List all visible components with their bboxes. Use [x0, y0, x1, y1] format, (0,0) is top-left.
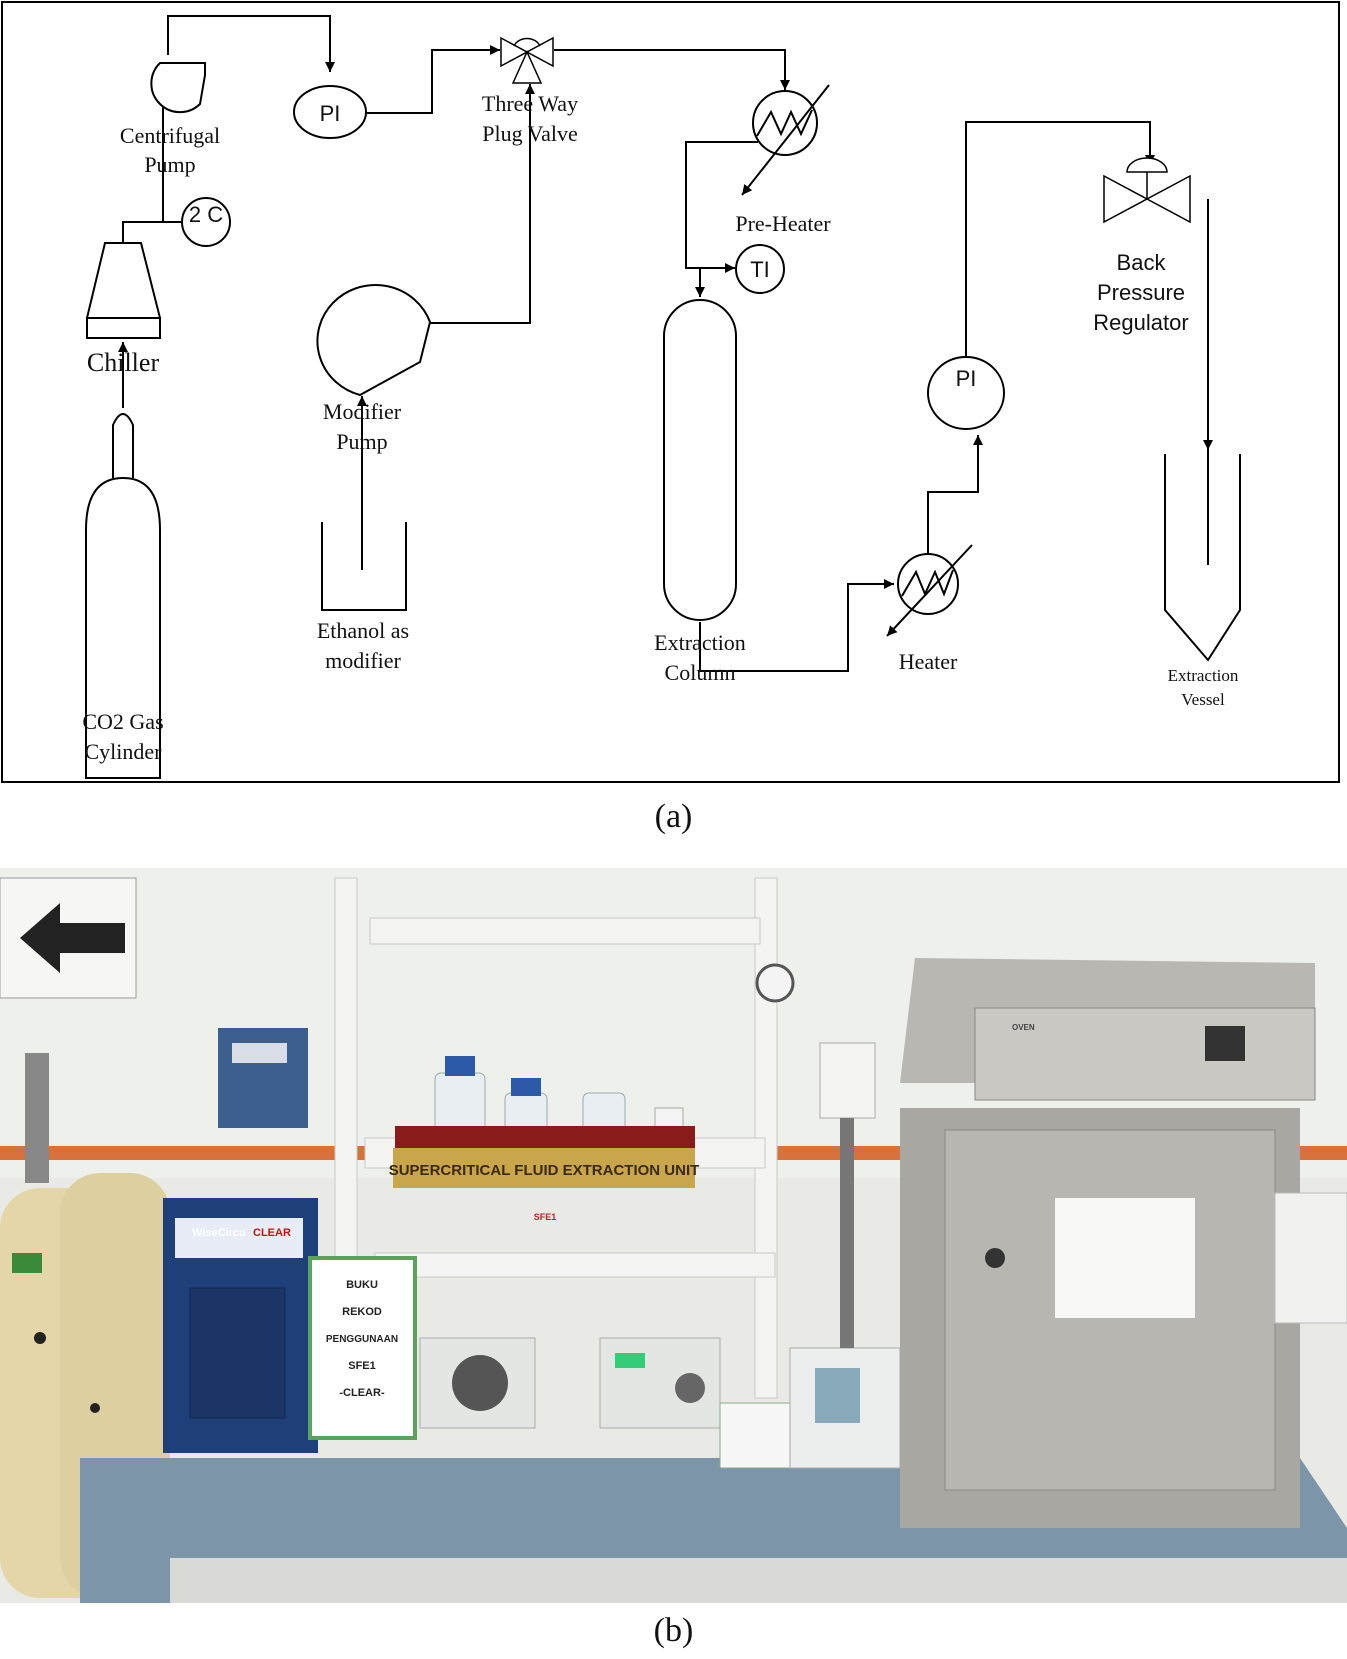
extraction-vessel-symbol [1164, 454, 1241, 662]
co2-gauge [181, 197, 231, 247]
hplc-pumps [419, 1337, 721, 1429]
bpr-label-2: Pressure [1097, 280, 1185, 305]
co2-cylinder-label-2: Cylinder [85, 739, 163, 764]
modifier-pump-symbol [316, 284, 432, 397]
extraction-column-label-1: Extraction [654, 630, 746, 655]
bpr-label-1: Back [1117, 250, 1167, 275]
co2-cylinder-symbol [85, 413, 161, 779]
ethanol-label-2: modifier [325, 648, 401, 673]
pipe-lines [118, 15, 1213, 672]
sfe-banner: SUPERCRITICAL FLUID EXTRACTION UNIT [389, 1126, 700, 1188]
oven-tag: OVEN [1012, 1023, 1035, 1032]
ti-label: TI [750, 257, 770, 282]
process-flow-diagram: PI TI 2 C PI [1, 1, 1340, 783]
record-sign-line-5: -CLEAR- [339, 1387, 385, 1399]
pre-heater-symbol [741, 84, 830, 196]
banner-text: SUPERCRITICAL FLUID EXTRACTION UNIT [389, 1162, 700, 1179]
record-sign-line-2: REKOD [342, 1306, 382, 1318]
pressure-indicator-top [293, 85, 367, 139]
heater-symbol [886, 544, 973, 637]
heater-label: Heater [899, 649, 958, 674]
heater-unit [789, 1042, 901, 1469]
extraction-column-label-2: Column [665, 660, 736, 685]
caption-a: (a) [654, 798, 693, 835]
extraction-column-symbol [663, 299, 737, 621]
pressure-indicator-right [927, 356, 1005, 430]
chiller-brand: WiseCircu [192, 1227, 246, 1239]
three-way-valve-label-1: Three Way [482, 91, 578, 116]
two-c-label: 2 C [189, 202, 223, 227]
lab-oven: OVEN [900, 958, 1316, 1528]
record-sign-line-4: SFE1 [348, 1360, 376, 1372]
record-sign: BUKU REKOD PENGGUNAAN SFE1 -CLEAR- [308, 1256, 417, 1440]
ethanol-label-1: Ethanol as [317, 618, 409, 643]
pre-heater-label: Pre-Heater [735, 211, 831, 236]
three-way-valve-symbol [500, 36, 554, 84]
record-sign-line-1: BUKU [346, 1279, 378, 1291]
chiller-label: Chiller [87, 348, 160, 377]
cardboard-box [1274, 1192, 1347, 1324]
ethanol-beaker-symbol [321, 522, 407, 611]
reagent-bottles [434, 1056, 684, 1144]
three-way-valve-label-2: Plug Valve [482, 121, 578, 146]
extraction-vessel-label-1: Extraction [1168, 666, 1239, 685]
extraction-vessel-label-2: Vessel [1181, 690, 1225, 709]
chiller-symbol [85, 242, 162, 339]
pressure-gauge [755, 963, 795, 1003]
caption-b: (b) [653, 1612, 694, 1649]
centrifugal-pump-label-1: Centrifugal [120, 123, 220, 148]
chiller-unit: WiseCircu CLEAR [163, 1028, 318, 1453]
centrifugal-pump-label-2: Pump [144, 152, 195, 177]
shelf-tag: SFE1 [534, 1212, 557, 1222]
modifier-pump-label-2: Pump [336, 429, 387, 454]
temperature-indicator [735, 244, 785, 294]
lab-photo: SUPERCRITICAL FLUID EXTRACTION UNIT SFE1… [0, 868, 1347, 1603]
back-pressure-regulator-symbol [1103, 157, 1191, 224]
chiller-tag: CLEAR [253, 1227, 291, 1239]
centrifugal-pump-symbol [150, 62, 206, 114]
modifier-pump-label-1: Modifier [323, 399, 402, 424]
pi-right-label: PI [956, 366, 977, 391]
pi-top-label: PI [320, 101, 341, 126]
co2-cylinder-label-1: CO2 Gas [82, 709, 163, 734]
record-sign-line-3: PENGGUNAAN [326, 1334, 398, 1345]
bpr-label-3: Regulator [1093, 310, 1188, 335]
exit-sign [0, 877, 137, 999]
